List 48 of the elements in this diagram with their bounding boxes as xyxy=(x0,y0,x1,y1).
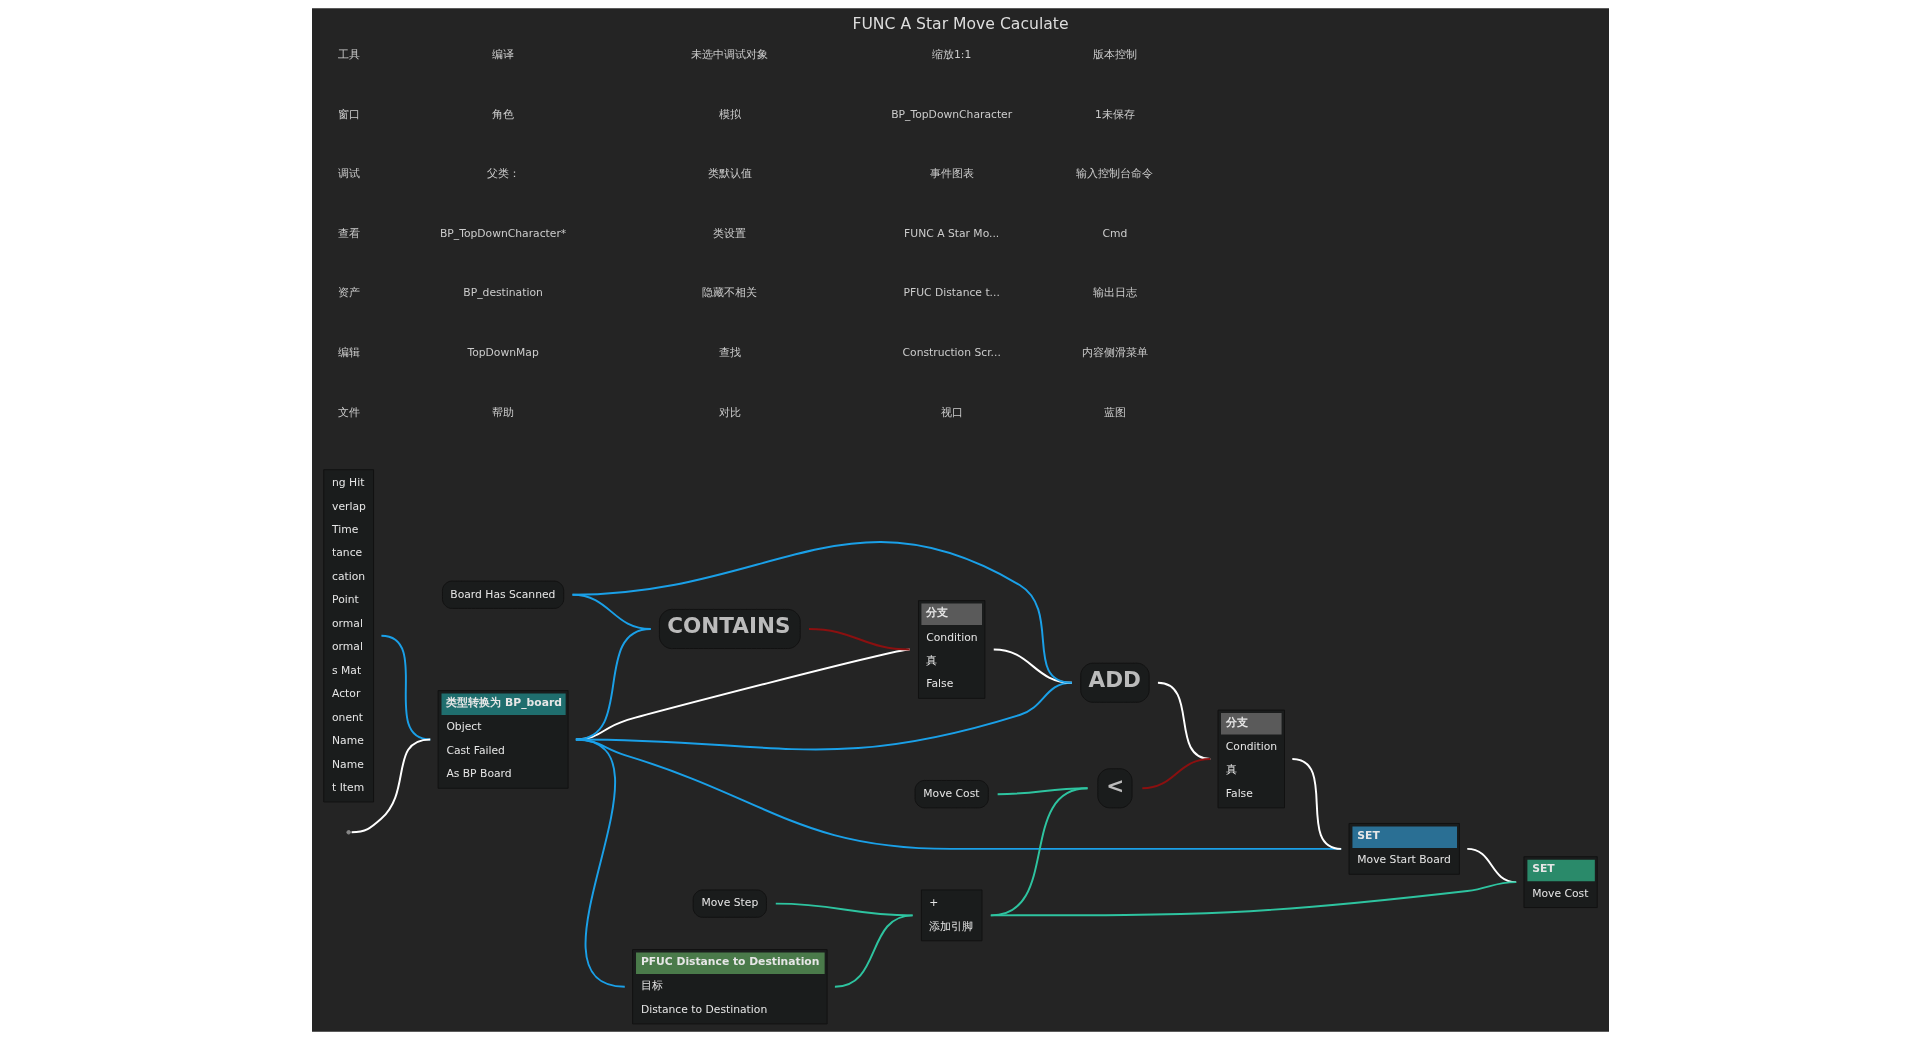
connector xyxy=(574,738,626,988)
label: 编辑 xyxy=(337,346,360,360)
label: 窗口 xyxy=(337,107,360,121)
label: 角色 xyxy=(491,107,514,121)
connector xyxy=(571,593,652,630)
label: 资产 xyxy=(337,286,360,300)
label: 蓝图 xyxy=(1103,405,1126,419)
label: FUNC A Star Mo... xyxy=(903,226,999,240)
label: 类设置 xyxy=(712,226,746,240)
connector xyxy=(379,634,431,741)
label: 调试 xyxy=(337,167,360,181)
label: 工具 xyxy=(337,47,360,61)
label: BP_TopDownCharacter* xyxy=(439,226,566,240)
label: Construction Scr... xyxy=(902,346,1001,360)
label: 视口 xyxy=(940,405,963,419)
label: 文件 xyxy=(337,405,360,419)
label: TopDownMap xyxy=(466,346,539,360)
label: 查看 xyxy=(337,226,360,240)
connector xyxy=(774,902,914,917)
connector xyxy=(1290,758,1342,850)
label: 帮助 xyxy=(491,405,514,419)
label: 事件图表 xyxy=(929,167,974,181)
label: 内容侧滑菜单 xyxy=(1081,346,1148,360)
label: 类默认值 xyxy=(707,167,752,181)
diagram-title: FUNC A Star Move Caculate xyxy=(851,13,1069,33)
label: 版本控制 xyxy=(1092,47,1137,61)
label: 1未保存 xyxy=(1094,107,1135,121)
label: 隐藏不相关 xyxy=(701,286,757,300)
connector xyxy=(571,541,1073,684)
connector xyxy=(1140,758,1211,790)
label: 父类： xyxy=(486,167,520,181)
connector xyxy=(833,914,914,988)
label: 输出日志 xyxy=(1092,286,1137,300)
connector xyxy=(350,738,431,834)
label: BP_destination xyxy=(462,286,543,300)
label: Cmd xyxy=(1102,226,1127,240)
label: 未选中调试对象 xyxy=(690,47,768,61)
label: 对比 xyxy=(718,405,741,419)
label: 缩放1:1 xyxy=(931,47,971,61)
connector xyxy=(989,787,1089,917)
label: 查找 xyxy=(718,346,741,360)
connector xyxy=(807,628,911,651)
label: PFUC Distance t... xyxy=(903,286,1000,300)
label: 编译 xyxy=(491,47,514,61)
label: BP_TopDownCharacter xyxy=(890,107,1012,121)
connector xyxy=(996,787,1089,796)
label: 模拟 xyxy=(718,107,741,121)
label: 输入控制台命令 xyxy=(1075,167,1153,181)
